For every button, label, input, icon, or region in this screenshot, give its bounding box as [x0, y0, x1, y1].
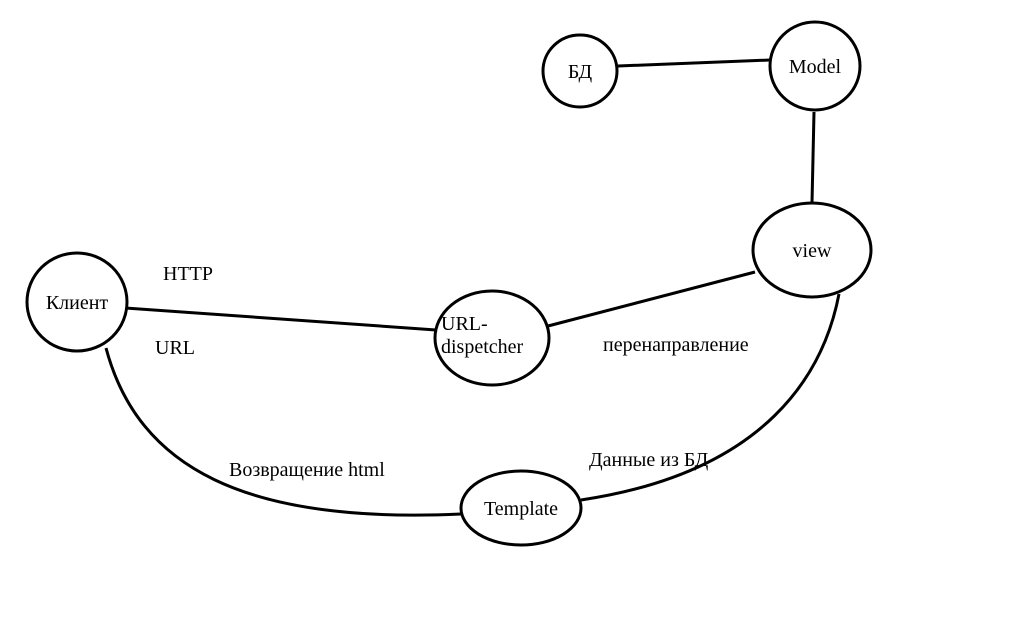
edge-label-data-from-db: Данные из БД — [589, 449, 709, 471]
client-node — [25, 251, 129, 353]
edge-db-model — [617, 58, 771, 68]
template-node — [459, 469, 583, 547]
view-node — [751, 201, 873, 299]
template-node-label: Template — [484, 498, 558, 520]
edge-url-dispetcher-view — [547, 270, 756, 328]
url-dispetcher-node — [433, 289, 551, 387]
client-node-label: Клиент — [46, 292, 109, 314]
edge-label-return-html: Возвращение html — [229, 459, 385, 481]
view-node-label: view — [793, 240, 832, 262]
url-dispetcher-node-label-line1: URL- — [441, 313, 488, 335]
model-node-label: Model — [789, 56, 842, 78]
edge-view-template — [580, 293, 841, 502]
edge-label-redirect: перенаправление — [603, 334, 749, 356]
db-node-label: БД — [568, 61, 593, 83]
edge-label-url: URL — [155, 337, 195, 359]
edge-client-url-dispetcher — [125, 306, 437, 332]
edge-label-http: HTTP — [163, 263, 213, 285]
db-node — [541, 33, 619, 109]
model-node — [768, 20, 862, 112]
edge-model-view — [810, 111, 816, 204]
edge-client-template — [104, 347, 462, 517]
url-dispetcher-node-label-line2: dispetcher — [441, 336, 524, 358]
